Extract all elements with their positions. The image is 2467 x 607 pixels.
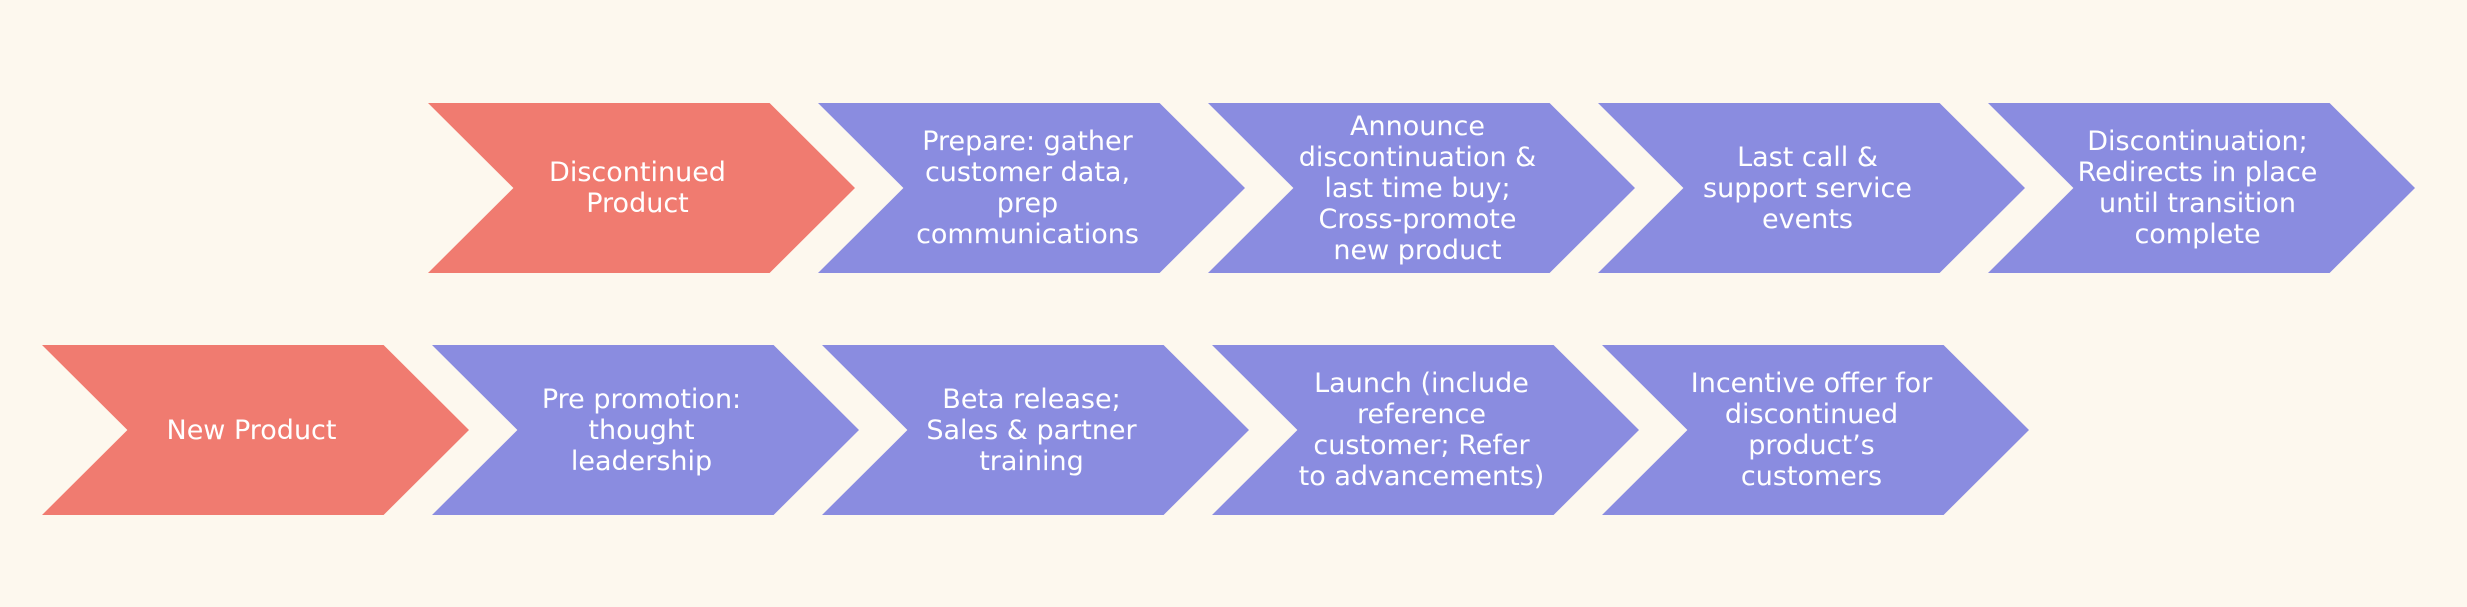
chevron-label: Announce discontinuation & last time buy… [1298, 110, 1537, 266]
chevron-new-product: New Product [42, 345, 469, 515]
chevron-label: Launch (include reference customer; Refe… [1298, 368, 1545, 492]
chevron-last-call: Last call & support service events [1598, 103, 2025, 273]
chevron-discontinued-product: Discontinued Product [428, 103, 855, 273]
chevron-launch: Launch (include reference customer; Refe… [1212, 345, 1639, 515]
chevron-announce: Announce discontinuation & last time buy… [1208, 103, 1635, 273]
chevron-pre-promotion: Pre promotion: thought leadership [432, 345, 859, 515]
chevron-label: Beta release; Sales & partner training [926, 383, 1137, 477]
chevron-label: Discontinued Product [549, 157, 726, 219]
chevron-prepare: Prepare: gather customer data, prep comm… [818, 103, 1245, 273]
chevron-label: Incentive offer for discontinued product… [1690, 368, 1933, 492]
chevron-label: Last call & support service events [1703, 141, 1912, 235]
chevron-discontinuation: Discontinuation; Redirects in place unti… [1988, 103, 2415, 273]
chevron-label: New Product [166, 414, 337, 446]
chevron-label: Pre promotion: thought leadership [541, 383, 742, 477]
chevron-label: Discontinuation; Redirects in place unti… [2077, 126, 2318, 250]
chevron-label: Prepare: gather customer data, prep comm… [916, 126, 1139, 250]
chevron-beta-release: Beta release; Sales & partner training [822, 345, 1249, 515]
chevron-incentive-offer: Incentive offer for discontinued product… [1602, 345, 2029, 515]
